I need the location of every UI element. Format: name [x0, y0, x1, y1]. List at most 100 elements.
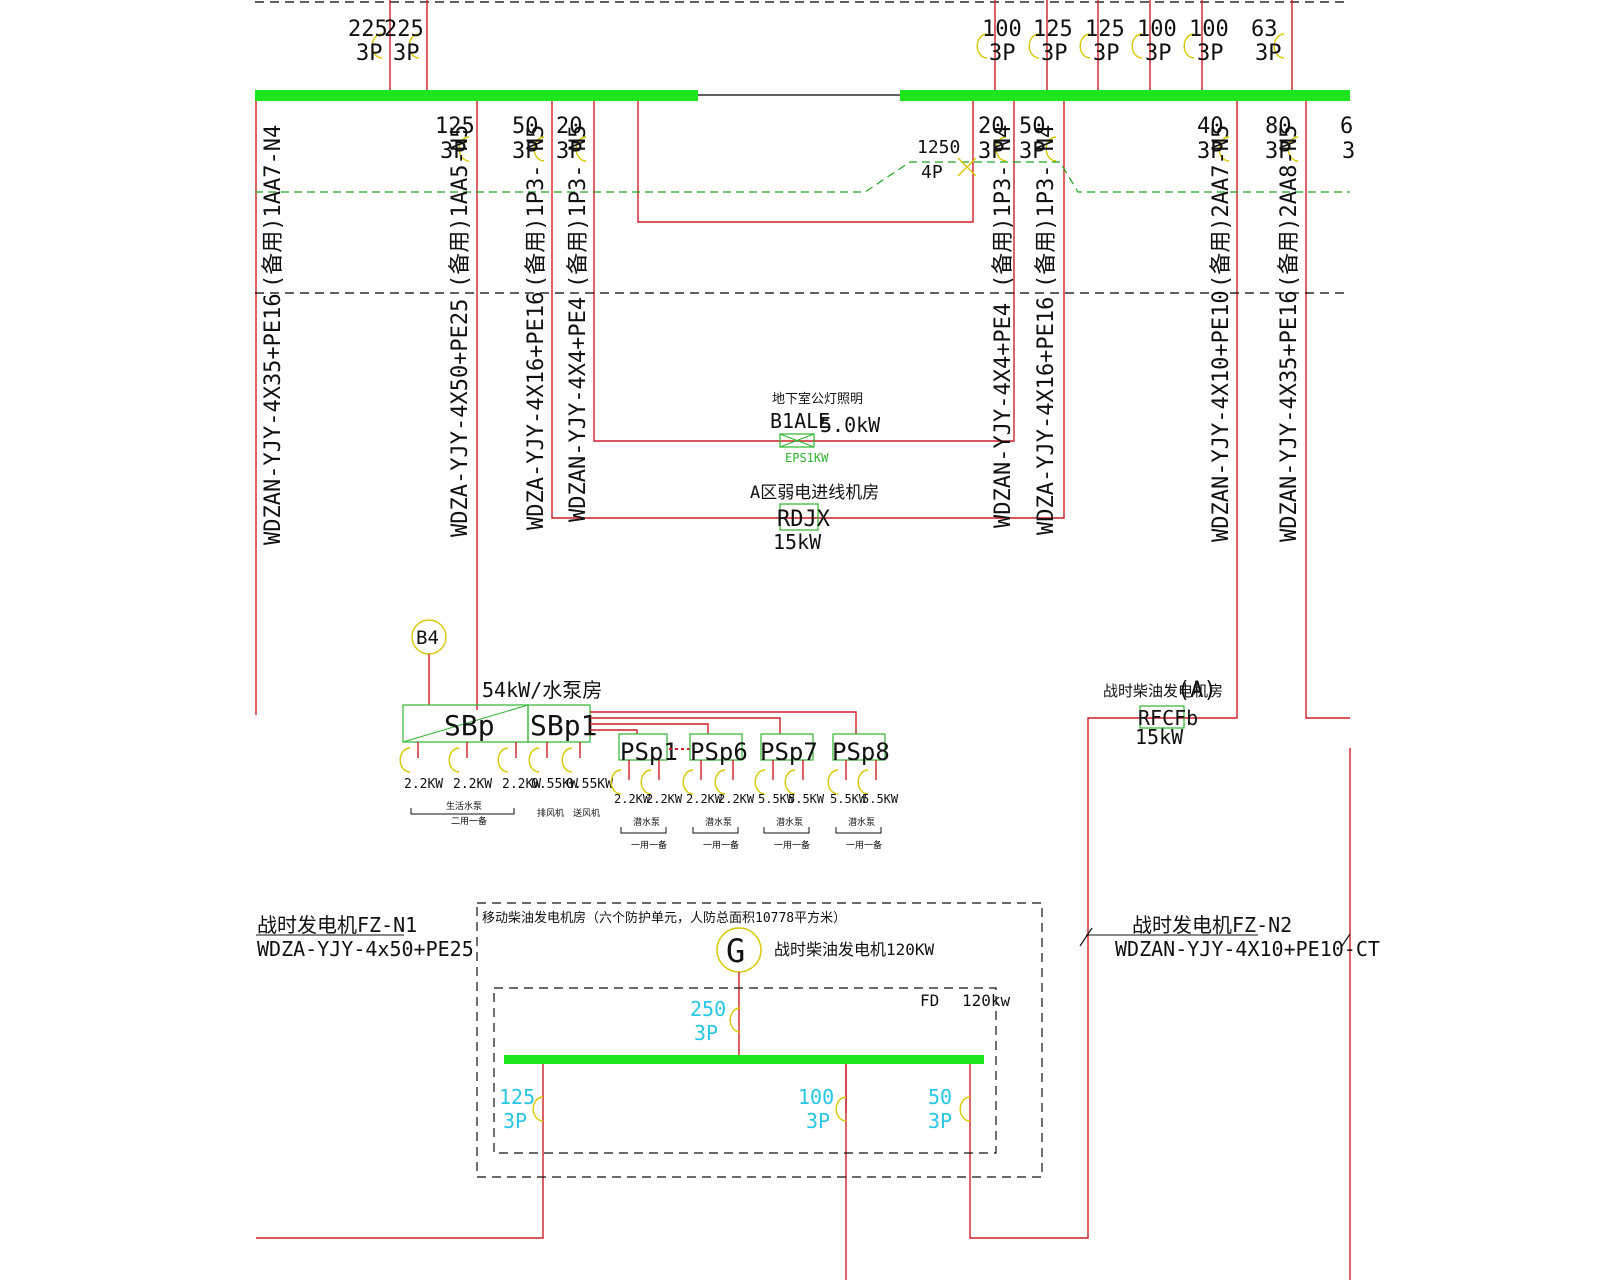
load-kw: 5.5KW: [758, 792, 795, 806]
breaker-symbol: [640, 769, 652, 795]
load-kw: 2.2KW: [646, 792, 683, 806]
cable-spec: WDZA-YJY-4X16+PE16: [1034, 297, 1059, 535]
feeder-cable: WDZA-YJY-4x50+PE25: [257, 937, 474, 961]
breaker-symbol: [533, 136, 545, 162]
breaker-poles: 3P: [806, 1109, 830, 1133]
pump-wire: [590, 711, 857, 734]
sbp-outgoing: [399, 711, 857, 773]
breaker-symbol: [1218, 136, 1230, 162]
breaker-symbol: [754, 769, 766, 795]
breaker-poles: 3P: [978, 139, 1005, 164]
left-feeder-label: 战时发电机FZ-N1 WDZA-YJY-4x50+PE25: [256, 913, 474, 961]
load-note: 一用一备: [846, 839, 882, 851]
load-kw: 0.55KW: [566, 777, 613, 792]
circuit-id: (备用)1P3- N5: [566, 125, 591, 288]
load-kw: 2.2KW: [686, 792, 723, 806]
breaker-poles: 3P: [440, 139, 467, 164]
breaker-symbol: [959, 1096, 971, 1122]
breaker-symbol: [408, 33, 420, 59]
breaker-symbol: [857, 769, 869, 795]
breaker-poles: 3P: [1145, 41, 1172, 66]
breaker-rating: 125: [499, 1085, 535, 1109]
panel-box: [779, 433, 815, 448]
psp-box: [760, 733, 814, 761]
psp-label: PSp6: [690, 738, 748, 766]
circuit-id: (备用)1AA7-N4: [261, 125, 286, 288]
cable-spec: WDZAN-YJY-4X4+PE4: [566, 297, 591, 522]
psp-box: [618, 733, 668, 761]
feeder-breakers: [458, 136, 1299, 162]
feeder-wire: [969, 101, 1238, 1239]
breaker-symbol: [610, 769, 622, 795]
pump-wire: [590, 729, 638, 734]
sbp-label: SBp: [444, 709, 495, 742]
generator-busbar: [504, 1055, 984, 1064]
load-title: 战时柴油发电机房: [1103, 682, 1223, 700]
circuit-id: (备用)1P3- N5: [524, 125, 549, 288]
cable-spec: WDZAN-YJY-4X35+PE16: [261, 293, 286, 545]
load-code: B1ALE: [770, 409, 830, 433]
load-power: 15kW: [1135, 725, 1184, 749]
breaker-poles: 3: [1342, 139, 1355, 164]
panel-box: [1139, 705, 1185, 729]
breaker-symbol: [827, 769, 839, 795]
cable-spec: WDZA-YJY-4X50+PE25: [448, 299, 473, 537]
pump-room-title: 54kW/水泵房: [482, 678, 602, 702]
breaker-rating: 225: [384, 17, 424, 42]
circuit-id: (备用)1AA5-N5: [448, 125, 473, 288]
load-code: RFCFb: [1138, 706, 1198, 730]
panel-box: [779, 503, 819, 531]
circuit-id-labels: (备用)1AA7-N4 (备用)1AA5-N5 (备用)1P3- N5 (备用)…: [261, 125, 1302, 288]
psp-label: PSp7: [760, 738, 818, 766]
breaker-rating: 6: [1340, 114, 1353, 139]
top-incoming: [255, 0, 1350, 94]
feeder-breaker-labels: 125 3P 50 3P 20 3P 20 3P 50 3P 40 3P 80 …: [435, 114, 1355, 164]
main-busbars: [255, 90, 1350, 101]
generator-panel-border: [493, 987, 997, 1154]
load-power: 15kW: [773, 530, 822, 554]
load-note: 一用一备: [774, 839, 810, 851]
breaker-poles: 3P: [1265, 139, 1292, 164]
tie-breaker-rating: 1250: [917, 137, 960, 158]
breaker-rating: 100: [798, 1085, 834, 1109]
breaker-rating: 50: [512, 114, 539, 139]
breaker-symbol: [995, 136, 1007, 162]
breaker-poles: 3P: [928, 1109, 952, 1133]
breaker-poles: 3P: [356, 41, 383, 66]
load-note: 潜水泵: [705, 816, 732, 828]
breaker-symbol: [575, 136, 587, 162]
breaker-rating: 100: [1137, 17, 1177, 42]
breaker-symbol: [835, 1096, 847, 1122]
load-kw: 2.2KW: [718, 792, 755, 806]
generator-room-load: 战时柴油发电机房 (A) RFCFb 15kW: [1103, 678, 1223, 749]
panel-code: FD: [920, 991, 939, 1010]
breaker-rating: 125: [1033, 17, 1073, 42]
breaker-rating: 225: [348, 17, 388, 42]
pump-wire: [590, 717, 781, 734]
group-bracket: [692, 827, 739, 834]
load-kw: 5.5KW: [788, 792, 825, 806]
busbar-left: [255, 90, 698, 101]
psp-outgoing: [610, 760, 877, 795]
psp-load-labels: 2.2KW 2.2KW 2.2KW 2.2KW 5.5KW 5.5KW 5.5K…: [614, 792, 899, 806]
bubble-label: B4: [416, 627, 439, 649]
panel-power: 120kw: [962, 991, 1011, 1010]
sbp-load-labels: 2.2KW 2.2KW 2.2KW 0.55KW 0.55KW: [404, 777, 613, 792]
load-kw: 2.2KW: [502, 777, 541, 792]
feeder-tick: [1079, 927, 1093, 947]
breaker-symbol: [729, 1007, 741, 1033]
generator-room: 移动柴油发电机房（六个防护单元，人防总面积10778平方米） G 战时柴油发电机…: [476, 902, 1043, 1178]
lighting-load: 地下室公灯照明 B1ALE 5.0kW EPS1KW: [770, 391, 881, 465]
load-kw: 2.2KW: [453, 777, 492, 792]
load-power: 5.0kW: [820, 413, 881, 437]
psp-brackets: [620, 827, 882, 834]
feeder-wire: [256, 1113, 544, 1239]
bus-tie-breaker: 1250 4P: [255, 137, 1350, 193]
tie-breaker-poles: 4P: [921, 162, 943, 183]
breaker-symbol: [528, 747, 540, 773]
tie-breaker-cross: [957, 157, 977, 177]
sbp-notes: 生活水泵 二用一备 排风机 送风机: [446, 800, 600, 827]
circuit-id: (备用)2AA7-N5: [1209, 125, 1234, 288]
cable-spec: WDZAN-YJY-4X4+PE4: [991, 303, 1016, 528]
